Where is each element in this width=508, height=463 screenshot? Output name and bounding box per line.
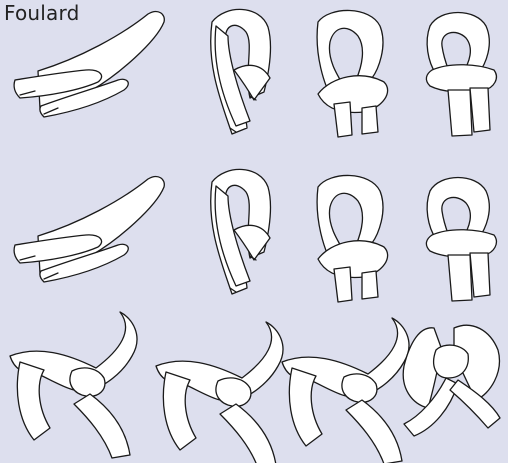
scarf-knot-icon	[426, 178, 496, 302]
scarf-drape-icon	[211, 169, 271, 294]
scarf-drape-icon	[211, 9, 271, 134]
scarf-tied-icon	[10, 312, 137, 458]
scarf-loop-icon	[317, 10, 388, 137]
scarf-loop-icon	[317, 175, 388, 302]
scarf-flat-icon	[14, 12, 164, 117]
scarf-tied-icon	[156, 322, 283, 463]
scarf-flat-icon	[14, 177, 164, 282]
scarf-knot-icon	[426, 13, 496, 137]
scarf-tied-icon	[282, 318, 409, 463]
scarf-bow-icon	[403, 325, 500, 436]
